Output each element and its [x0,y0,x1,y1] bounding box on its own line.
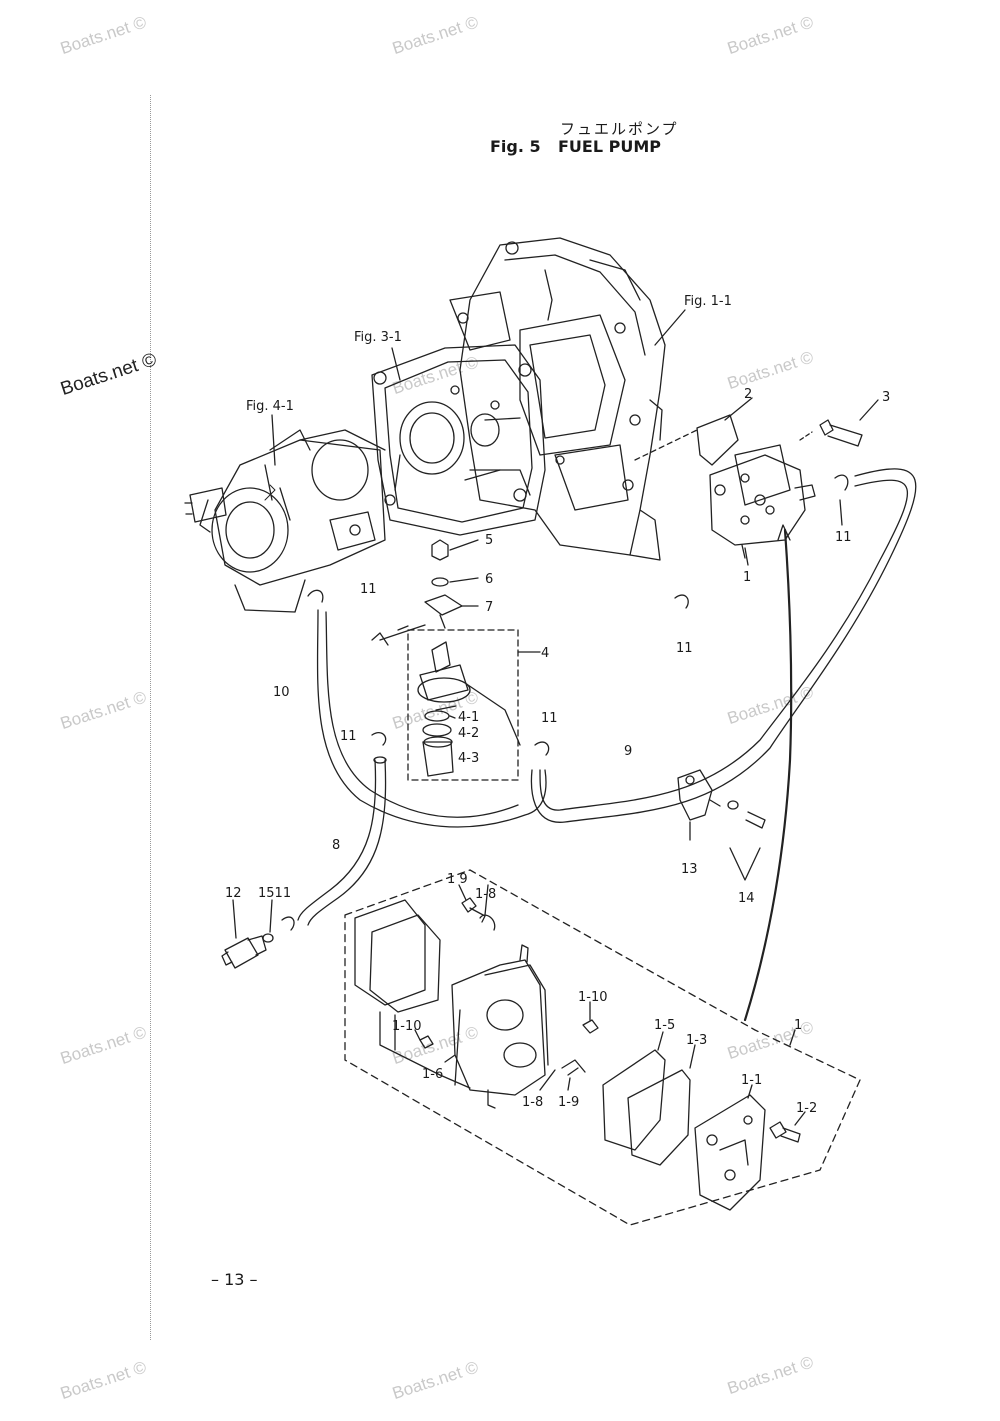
reference-fig-1-1: Fig. 1-1 [684,294,732,309]
hose-clip-drawing [307,589,324,603]
cylinder-head-cover-drawing [371,344,546,536]
leader-line [729,847,761,881]
pump-body-drawing [439,944,549,1109]
callout-11: 11 [541,711,558,726]
reference-fig-4-1: Fig. 4-1 [246,399,294,414]
callout-8: 8 [332,838,340,853]
leader-line [484,884,489,916]
leader-line [539,1069,556,1091]
callout-11: 11 [360,582,377,597]
callout-9: 9 [624,744,632,759]
cover-screw-drawing [769,1121,787,1139]
hose-9-drawing [530,468,917,823]
callout-1-5: 1-5 [654,1018,675,1033]
callout-1-8: 1-8 [522,1095,543,1110]
title-japanese: フュエルポンプ [560,120,679,138]
callout-4-2: 4-2 [458,726,479,741]
leader-line [567,1077,571,1091]
hose-8-drawing [297,756,387,926]
callout-1-10: 1-10 [392,1019,422,1034]
callout-11: 11 [676,641,693,656]
callout-7: 7 [485,600,493,615]
callout-1-6: 1-6 [422,1067,443,1082]
leader-line [232,899,237,939]
callout-4-1: 4-1 [458,710,479,725]
fuel-line-cable-drawing [743,528,793,1022]
callout-12: 12 [225,886,242,901]
screw-drawing [461,897,477,913]
callout-1-10: 1-10 [578,990,608,1005]
pin-drawing [479,914,496,931]
page-margin-dotted-line [150,95,151,1340]
figure-title: FUEL PUMP [558,137,661,156]
callout-1-3: 1-3 [686,1033,707,1048]
fuel-filter-drawing [417,641,471,777]
leader-line [467,684,521,746]
callout-2: 2 [744,387,752,402]
pump-cover-drawing [694,1094,766,1211]
pump-gaskets-right-drawing [602,1049,691,1166]
leader-line [789,1029,796,1046]
screw-drawing [582,1019,599,1034]
cylinder-block-drawing [449,237,666,561]
leader-line [744,547,749,566]
leader-line [391,347,401,381]
screw-drawing [419,1035,434,1049]
pump-bolt-drawing [799,399,879,447]
fuel-connector-drawing [221,916,295,969]
leader-line [444,1054,456,1063]
hose-bracket-drawing [677,769,766,829]
leader-line [449,539,479,551]
leader-line [794,1111,806,1126]
fuel-pump-assembly-drawing [696,414,816,559]
callout-11: 11 [340,729,357,744]
leader-line [458,884,467,901]
leader-line [689,1044,696,1069]
callout-1-1: 1-1 [741,1073,762,1088]
callout-3: 3 [882,390,890,405]
leader-line [449,715,456,719]
leader-line [654,309,686,346]
carburetor-drawing [184,429,386,613]
leader-line [269,899,273,933]
hose-clip-drawing [674,594,689,609]
figure-number: Fig. 5 [490,137,541,156]
callout-1-9: 1-9 [558,1095,579,1110]
arrow-drawing [777,524,791,541]
callout-1-2: 1-2 [796,1101,817,1116]
leader-line [271,414,276,466]
leader-line [747,1084,753,1099]
callout-1: 1 [743,570,751,585]
pin-drawing [561,1059,586,1073]
callout-10: 10 [273,685,290,700]
callout-11: 11 [835,530,852,545]
callout-1-8: 1-8 [475,887,496,902]
hose-clip-drawing [534,741,550,756]
hose-clip-drawing [371,731,387,746]
leader-line [634,429,698,461]
callout-15-11: 1511 [258,886,291,901]
callout-4: 4 [541,646,549,661]
reference-fig-3-1: Fig. 3-1 [354,330,402,345]
bracket-parts-drawing [371,539,463,646]
leader-line [414,1029,421,1041]
leader-line [449,577,479,583]
callout-4-3: 4-3 [458,751,479,766]
callout-1-9: 1 9 [447,872,468,887]
callout-5: 5 [485,533,493,548]
leader-line [724,397,753,421]
leader-line [657,1031,664,1051]
exploded-view-boundary [344,869,861,1226]
callout-14: 14 [738,891,755,906]
leader-line [839,499,843,526]
fuel-filter-group-box [407,629,519,781]
hose-clip-drawing [834,474,849,491]
page-number: – 13 – [211,1270,258,1289]
callout-6: 6 [485,572,493,587]
hose-10-drawing [316,609,547,828]
callout-1-exploded: 1 [794,1018,802,1033]
pump-diaphragm-left-drawing [354,899,441,1076]
callout-13: 13 [681,862,698,877]
